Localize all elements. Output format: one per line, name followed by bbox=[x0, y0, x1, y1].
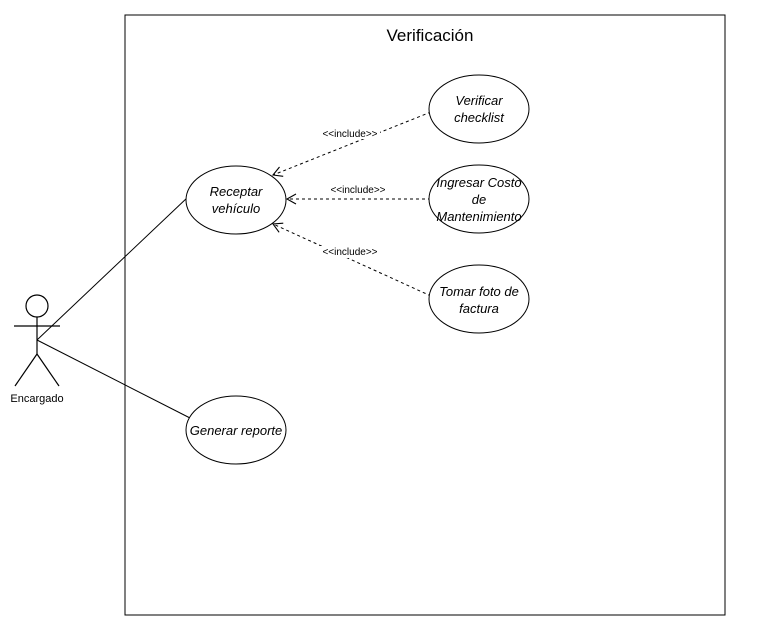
use-case-label-line2: checklist bbox=[454, 110, 505, 125]
actor-head bbox=[25, 294, 49, 318]
use-case-ellipse bbox=[185, 395, 287, 465]
actor-left-leg bbox=[14, 353, 38, 387]
association-generar bbox=[36, 339, 191, 419]
include-arrow-tomar bbox=[271, 222, 432, 297]
use-case-ingresar-costo[interactable]: Ingresar Costo de Mantenimiento bbox=[428, 164, 530, 234]
use-case-verificar-checklist[interactable]: Verificar checklist bbox=[428, 74, 530, 144]
use-case-label-line1: Ingresar Costo bbox=[436, 175, 521, 190]
include-label-verificar: <<include>> bbox=[322, 129, 377, 140]
include-label-bg-tomar bbox=[320, 246, 381, 258]
system-boundary bbox=[124, 14, 726, 616]
include-arrow-verificar bbox=[271, 111, 432, 177]
use-case-tomar-foto[interactable]: Tomar foto de factura bbox=[428, 264, 530, 334]
use-case-ellipse bbox=[185, 165, 287, 235]
actor-label: Encargado bbox=[10, 393, 63, 405]
include-label-tomar: <<include>> bbox=[322, 247, 377, 258]
use-case-label-line1: Generar reporte bbox=[190, 423, 283, 438]
use-case-receptar-vehiculo[interactable]: Receptar vehículo bbox=[185, 165, 287, 235]
use-case-ellipse bbox=[428, 164, 530, 234]
use-case-label-line2: de bbox=[472, 192, 486, 207]
include-label-bg-ingresar bbox=[328, 183, 389, 195]
use-case-label-line3: Mantenimiento bbox=[436, 209, 521, 224]
use-case-label-line1: Receptar bbox=[210, 184, 263, 199]
use-case-ellipse bbox=[428, 74, 530, 144]
use-case-label-line1: Verificar bbox=[455, 93, 503, 108]
association-receptar bbox=[36, 196, 189, 341]
use-case-label-line1: Tomar foto de bbox=[439, 284, 519, 299]
use-case-generar-reporte[interactable]: Generar reporte bbox=[185, 395, 287, 465]
use-case-label-line2: factura bbox=[459, 301, 499, 316]
system-title: Verificación bbox=[387, 26, 474, 45]
include-label-bg-verificar bbox=[320, 127, 380, 139]
use-case-ellipse bbox=[428, 264, 530, 334]
actor-encargado[interactable]: Encargado bbox=[10, 294, 64, 405]
use-case-label-line2: vehículo bbox=[212, 201, 260, 216]
actor-right-leg bbox=[36, 353, 60, 387]
include-label-ingresar: <<include>> bbox=[330, 185, 385, 196]
